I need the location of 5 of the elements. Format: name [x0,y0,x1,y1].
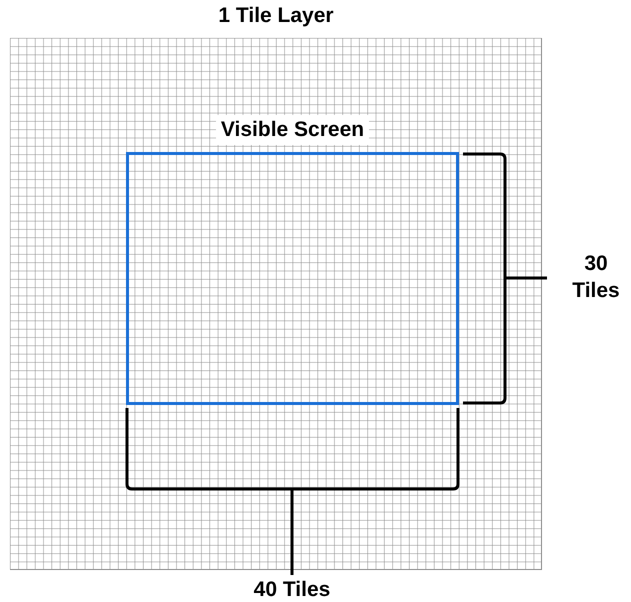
layer-title: 1 Tile Layer [218,3,334,29]
dimension-label: 30 Tiles [571,251,621,304]
dimension-label: 40 Tiles [252,577,332,602]
screen-label: Visible Screen [216,115,370,145]
visible-screen-frame [126,115,459,405]
